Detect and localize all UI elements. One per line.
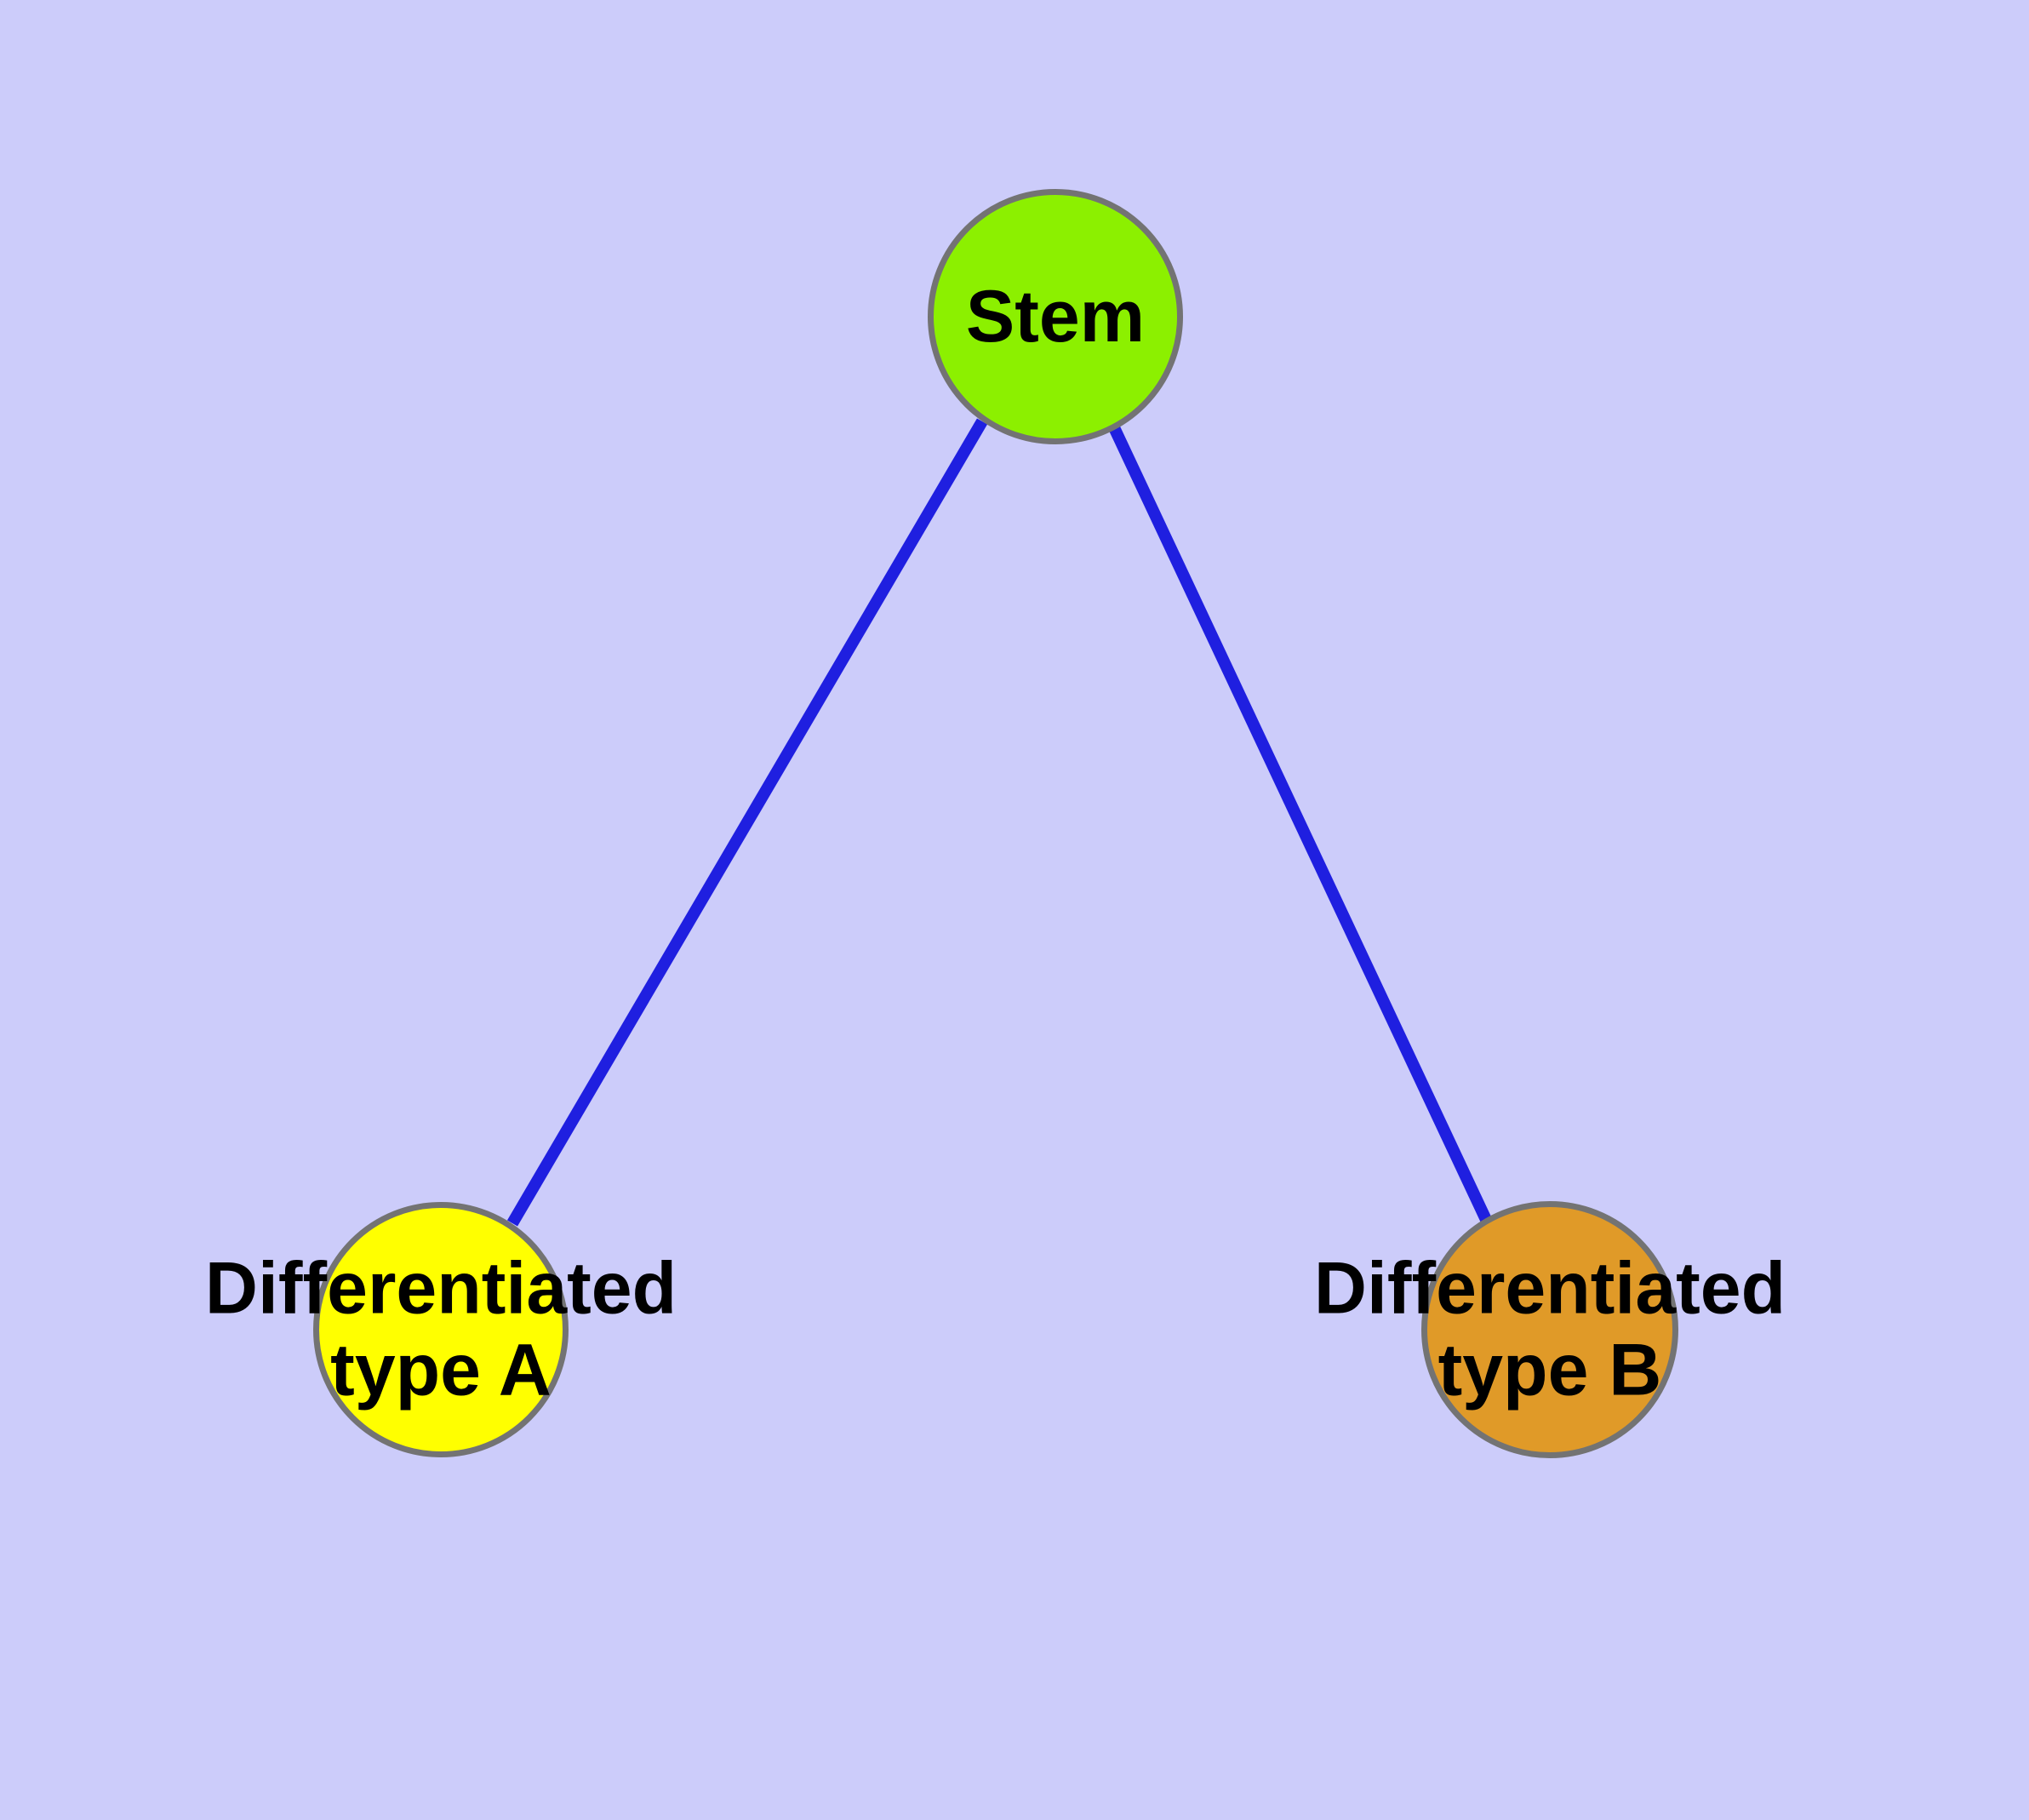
node-differentiated-type-a[interactable] bbox=[313, 1202, 569, 1457]
edge-stem-to-diff-b[interactable] bbox=[1106, 421, 1494, 1226]
edge-stem-to-diff-a[interactable] bbox=[506, 418, 988, 1227]
nodes-group bbox=[313, 189, 1678, 1458]
edges-group bbox=[506, 418, 1494, 1227]
node-differentiated-type-b[interactable] bbox=[1421, 1201, 1678, 1458]
node-stem[interactable] bbox=[928, 189, 1183, 444]
